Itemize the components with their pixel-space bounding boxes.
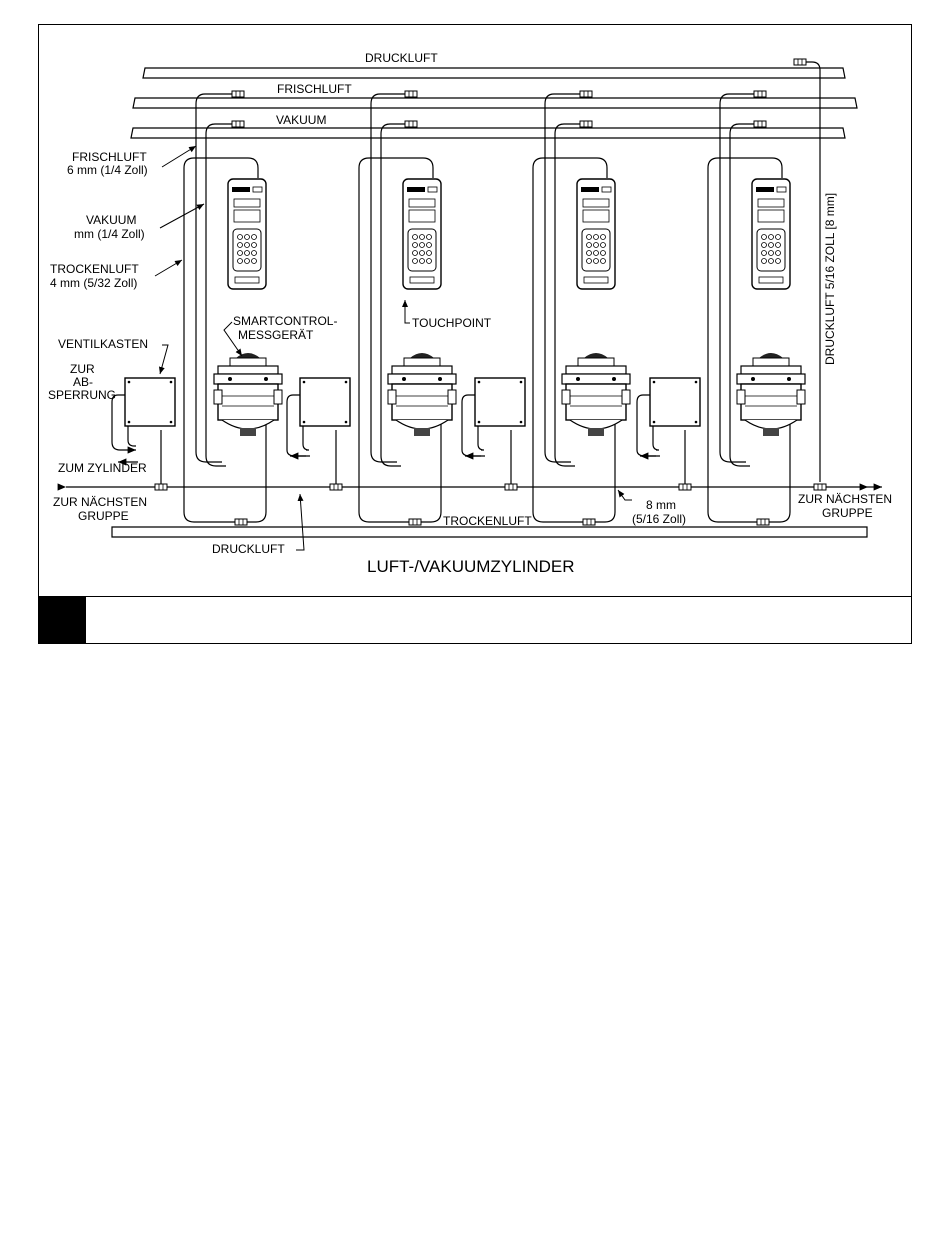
label-trockenluft-left-2: 4 mm (5/32 Zoll): [50, 276, 137, 290]
label-zur-absperrung-1: ZUR: [70, 362, 95, 376]
group-4: [707, 93, 791, 523]
druckluft-riser: [800, 61, 821, 482]
valve-box-1: [124, 377, 176, 427]
label-touchpoint: TOUCHPOINT: [412, 316, 492, 330]
label-vakuum-left-1: VAKUUM: [86, 213, 136, 227]
label-zur-naechsten-right-1: ZUR NÄCHSTEN: [798, 492, 892, 506]
label-frischluft-left-1: FRISCHLUFT: [72, 150, 147, 164]
label-smartcontrol-1: SMARTCONTROL-: [233, 314, 337, 328]
touchpoint-2: [402, 178, 442, 290]
figure-footer: [38, 596, 912, 644]
touchpoint-4: [751, 178, 791, 290]
touchpoint-1: [227, 178, 267, 290]
frischluft-manifold: [132, 97, 858, 109]
valve-drops: [160, 430, 686, 487]
caption-title: LUFT-/VAKUUMZYLINDER: [367, 557, 575, 576]
label-ventilkasten: VENTILKASTEN: [58, 337, 148, 351]
manifold-bars: [111, 67, 868, 538]
valve-box-4: [649, 377, 701, 427]
label-vakuum-left-2: mm (1/4 Zoll): [74, 227, 145, 241]
label-trockenluft-left-1: TROCKENLUFT: [50, 262, 139, 276]
label-zur-naechsten-right-2: GRUPPE: [822, 506, 873, 520]
druckluft-manifold: [142, 67, 846, 79]
valve-box-2: [299, 377, 351, 427]
label-zur-naechsten-left-2: GRUPPE: [78, 509, 129, 523]
label-vakuum-top: VAKUUM: [276, 113, 326, 127]
label-zur-absperrung-3: SPERRUNG: [48, 388, 116, 402]
meter-4: [736, 352, 806, 437]
group-3: [532, 93, 616, 523]
label-druckluft-bottom: DRUCKLUFT: [212, 542, 285, 556]
label-zur-absperrung-2: AB-: [73, 375, 93, 389]
label-trockenluft-bottom: TROCKENLUFT: [443, 514, 532, 528]
footer-tab: [38, 597, 86, 643]
group-1: [183, 93, 267, 523]
label-frischluft-top: FRISCHLUFT: [277, 82, 352, 96]
meter-2: [387, 352, 457, 437]
label-druckluft-top: DRUCKLUFT: [365, 51, 438, 65]
label-smartcontrol-2: MESSGERÄT: [238, 328, 314, 342]
group-2: [358, 93, 442, 523]
label-druckluft-vertical: DRUCKLUFT 5/16 ZOLL [8 mm]: [823, 193, 837, 365]
meter-3: [561, 352, 631, 437]
meter-1: [213, 352, 283, 437]
label-8mm-2: (5/16 Zoll): [632, 512, 686, 526]
touchpoint-3: [576, 178, 616, 290]
valve-box-3: [474, 377, 526, 427]
label-8mm-1: 8 mm: [646, 498, 676, 512]
label-zum-zylinder: ZUM ZYLINDER: [58, 461, 147, 475]
vakuum-manifold: [130, 127, 846, 139]
label-zur-naechsten-left-1: ZUR NÄCHSTEN: [53, 495, 147, 509]
label-frischluft-left-2: 6 mm (1/4 Zoll): [67, 163, 148, 177]
trockenluft-manifold: [111, 526, 868, 538]
figure-frame: [38, 24, 912, 644]
